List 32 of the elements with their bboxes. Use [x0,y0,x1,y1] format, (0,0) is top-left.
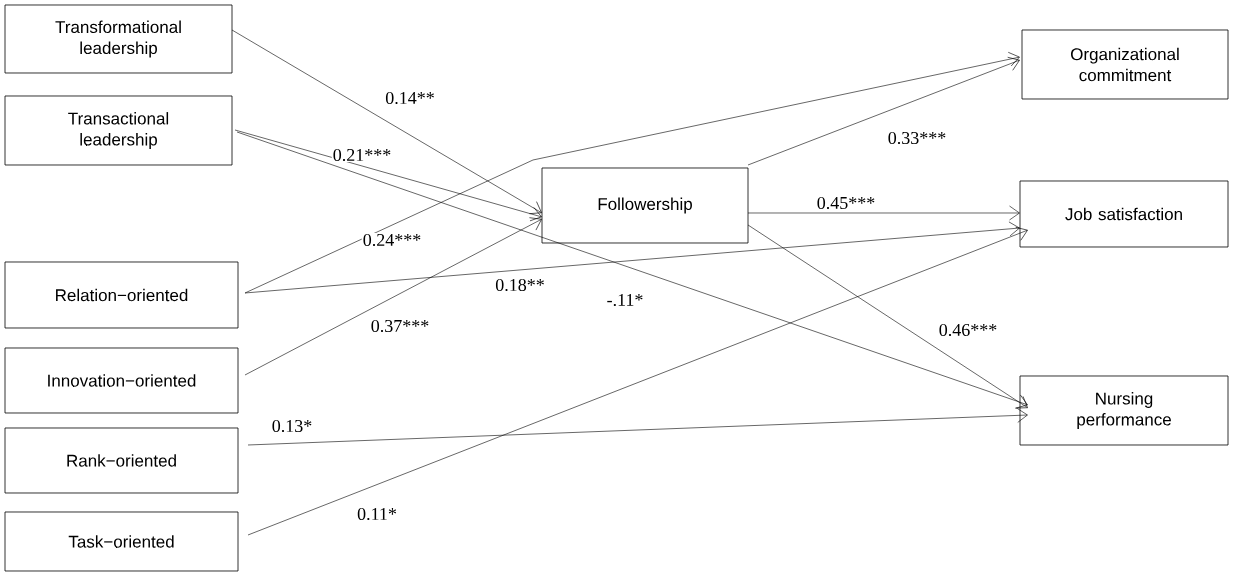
variable-box: Transformational leadership [4,4,233,74]
arrow [747,224,1028,409]
variable-box: Nursing performance [1019,375,1229,446]
variable-box: Rank−oriented [4,427,239,494]
arrow [234,129,542,222]
arrow [244,52,1020,294]
edge-label: -.11* [605,292,645,308]
edge-label: 0.46*** [937,322,999,338]
arrow [244,221,1020,294]
edge-label: 0.21*** [331,147,393,163]
edge-label: 0.11* [356,506,398,522]
arrow [244,217,542,376]
edge-label: 0.33*** [886,130,948,146]
arrow [231,29,542,214]
edge-label: 0.24*** [361,232,423,248]
arrow [247,408,1028,446]
variable-box: Innovation−oriented [4,347,239,414]
variable-box: Task−oriented [4,511,239,572]
variable-box: Transactional leadership [4,95,233,166]
edge-label: 0.37*** [369,318,431,334]
variable-box: Organizational commitment [1021,29,1229,100]
edge-label: 0.18** [494,277,546,293]
edge-label: 0.14** [384,90,436,106]
arrow [747,205,1020,221]
arrow [236,131,1028,409]
variable-box: Relation−oriented [4,261,239,329]
variable-box: Job satisfaction [1019,180,1229,248]
variable-box: Followership [541,167,749,244]
edge-label: 0.45*** [815,195,877,211]
arrow [247,227,1028,536]
arrow [747,56,1020,166]
edge-label: 0.13* [270,418,314,434]
